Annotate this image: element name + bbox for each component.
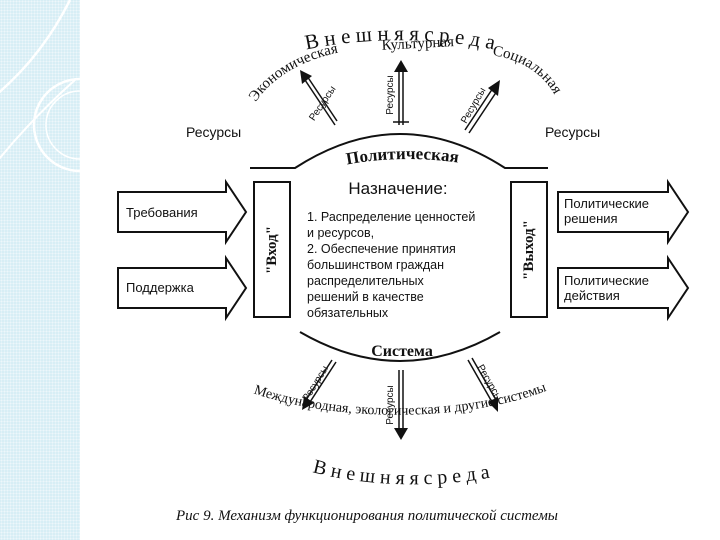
resources-right-label: Ресурсы — [545, 124, 600, 140]
bottom-system-boundary — [299, 331, 501, 362]
output-box-label: "Выход" — [521, 220, 537, 280]
social-environment-label: Социальная — [492, 43, 565, 96]
output-decisions-line2: решения — [564, 211, 618, 226]
resource-label: Ресурсы — [459, 86, 488, 126]
political-arc-label: Политическая — [345, 144, 461, 168]
input-box — [253, 181, 291, 318]
output-box — [510, 181, 548, 318]
input-demands-label: Требования — [126, 205, 198, 220]
purpose-line: решений в качестве — [307, 290, 424, 304]
purpose-line: и ресурсов, — [307, 226, 374, 240]
output-actions-line1: Политические — [564, 273, 649, 288]
international-environment-label: Международная, экологическая и другие си… — [252, 380, 549, 419]
system-arc-label: Система — [371, 343, 433, 360]
resources-left-label: Ресурсы — [186, 124, 241, 140]
purpose-line: 2. Обеспечение принятия — [307, 242, 456, 256]
cultural-environment-label: Культурная — [381, 34, 454, 54]
input-arrow-demands: Требования — [117, 178, 248, 246]
output-arrow-actions: Политические действия — [557, 254, 690, 322]
output-arrow-decisions: Политические решения — [557, 178, 690, 246]
decorative-swirl-icon — [0, 0, 80, 173]
top-system-boundary — [250, 133, 548, 169]
figure-caption: Рис 9. Механизм функционирования политич… — [176, 508, 558, 524]
resource-label: Ресурсы — [385, 75, 396, 114]
purpose-title: Назначение: — [348, 179, 447, 198]
purpose-line: распределительных — [307, 274, 424, 288]
purpose-line: 1. Распределение ценностей — [307, 210, 475, 224]
output-actions-line2: действия — [564, 288, 620, 303]
input-arrow-support: Поддержка — [117, 254, 248, 322]
purpose-list: 1. Распределение ценностей и ресурсов, 2… — [307, 210, 475, 320]
outer-environment-bottom-label: В н е ш н я я с р е д а — [311, 456, 491, 490]
input-support-label: Поддержка — [126, 280, 195, 295]
resource-arrow-top-left: Ресурсы — [300, 70, 339, 126]
purpose-line: большинством граждан — [307, 258, 444, 272]
resource-arrow-top-right: Ресурсы — [459, 80, 500, 134]
purpose-line: обязательных — [307, 306, 389, 320]
input-box-label: "Вход" — [264, 226, 280, 274]
output-decisions-line1: Политические — [564, 196, 649, 211]
resource-arrow-top-center: Ресурсы — [385, 60, 409, 125]
resource-arrow-bottom-center: Ресурсы — [385, 370, 408, 440]
resource-label: Ресурсы — [385, 385, 396, 424]
decorative-left-band — [0, 0, 80, 540]
